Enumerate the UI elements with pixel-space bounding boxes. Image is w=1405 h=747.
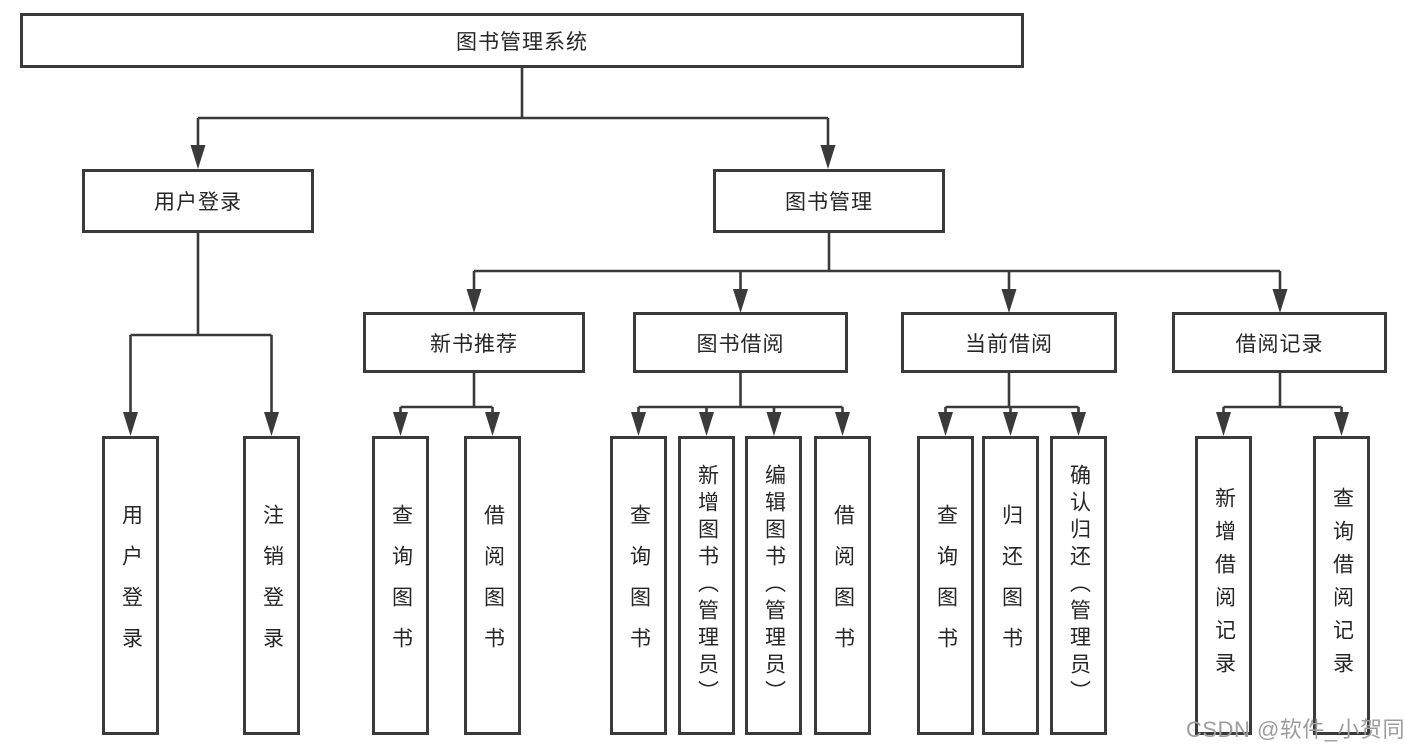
leaf-borrow-book-label: 借阅图书	[831, 503, 855, 668]
node-root-label: 图书管理系统	[456, 30, 588, 54]
node-new-book-recommendation: 新书推荐	[363, 312, 585, 373]
node-book-borrowing-label: 图书借阅	[696, 332, 785, 356]
leaf-return-book: 归还图书	[982, 436, 1039, 735]
leaf-query-book-under-current: 查询图书	[917, 436, 974, 735]
node-borrowing-records: 借阅记录	[1172, 312, 1387, 373]
leaf-borrow-book-under-borrowing: 借阅图书	[814, 436, 871, 735]
leaf-query-book-label: 查询图书	[627, 503, 651, 668]
leaf-borrow-book-label: 借阅图书	[481, 503, 505, 668]
leaf-add-book-admin-label: 新增图书（管理员）	[695, 464, 719, 707]
leaf-borrow-book-under-new-book: 借阅图书	[464, 436, 521, 735]
arrowheads	[123, 145, 1349, 436]
node-user-login-label: 用户登录	[154, 191, 242, 214]
leaf-query-book-under-new-book: 查询图书	[372, 436, 429, 735]
leaf-query-book-under-borrowing: 查询图书	[610, 436, 667, 735]
leaf-return-book-label: 归还图书	[999, 503, 1023, 668]
leaf-query-borrow-record: 查询借阅记录	[1313, 436, 1370, 735]
leaf-query-book-label: 查询图书	[934, 503, 958, 668]
csdn-watermark: CSDN @软件_小贺同学	[1186, 717, 1405, 742]
leaf-query-book-label: 查询图书	[389, 503, 413, 668]
leaf-edit-book-admin-label: 编辑图书（管理员）	[762, 464, 786, 707]
node-user-login: 用户登录	[82, 169, 314, 233]
node-book-borrowing: 图书借阅	[633, 312, 848, 373]
leaf-user-login: 用户登录	[102, 436, 159, 735]
leaf-logout: 注销登录	[243, 436, 300, 735]
node-book-management-label: 图书管理	[785, 191, 873, 214]
node-current-borrowing-label: 当前借阅	[965, 332, 1053, 356]
leaf-add-borrow-record-label: 新增借阅记录	[1212, 486, 1236, 685]
leaf-confirm-return-admin-label: 确认归还（管理员）	[1067, 464, 1091, 707]
node-book-management: 图书管理	[713, 169, 945, 233]
node-new-book-recommendation-label: 新书推荐	[430, 332, 518, 356]
leaf-user-login-label: 用户登录	[119, 503, 143, 668]
leaf-add-borrow-record: 新增借阅记录	[1195, 436, 1252, 735]
leaf-confirm-return-admin: 确认归还（管理员）	[1050, 436, 1107, 735]
node-root: 图书管理系统	[20, 13, 1024, 68]
leaf-query-borrow-record-label: 查询借阅记录	[1330, 486, 1354, 685]
node-borrowing-records-label: 借阅记录	[1235, 332, 1324, 356]
node-current-borrowing: 当前借阅	[901, 312, 1117, 373]
leaf-logout-label: 注销登录	[260, 503, 284, 668]
leaf-add-book-admin: 新增图书（管理员）	[678, 436, 735, 735]
leaf-edit-book-admin: 编辑图书（管理员）	[745, 436, 802, 735]
